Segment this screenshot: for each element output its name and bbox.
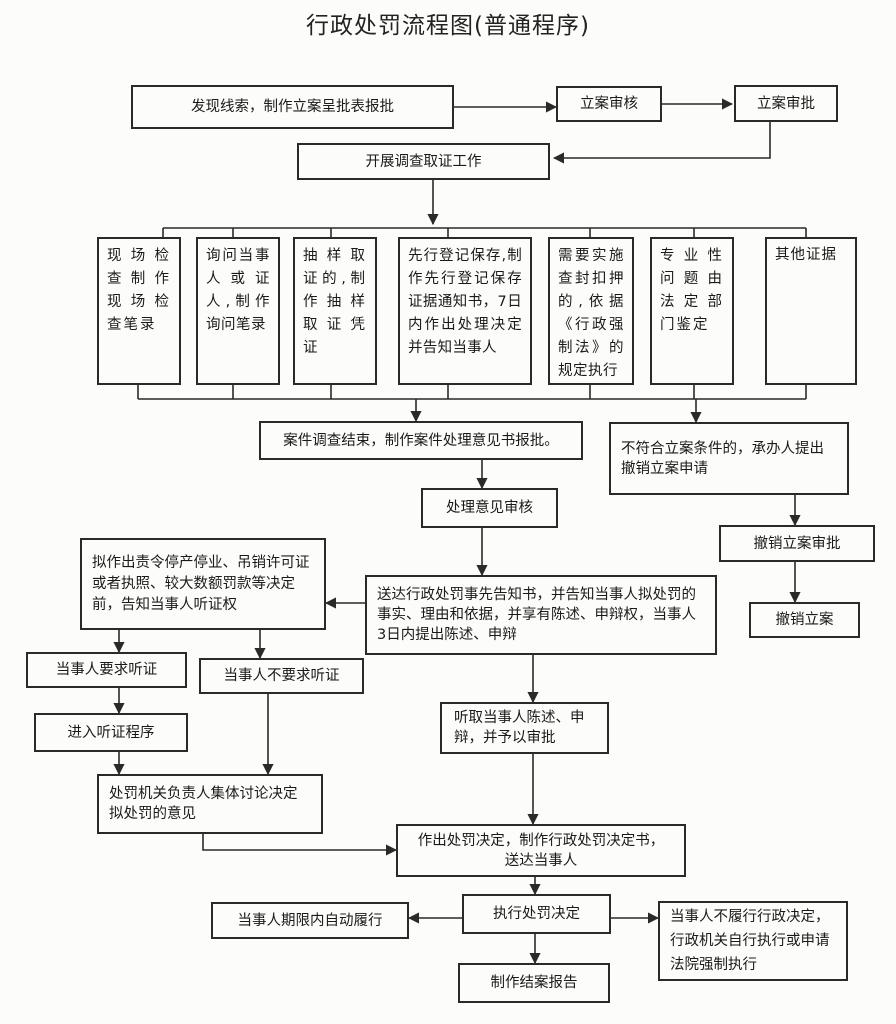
node-decision: 作出处罚决定，制作行政处罚决定书，送达当事人	[396, 824, 686, 877]
node-not-qualified: 不符合立案条件的，承办人提出撤销立案申请	[609, 422, 849, 495]
node-investigation: 开展调查取证工作	[297, 143, 550, 180]
node-investigation-end: 案件调查结束，制作案件处理意见书报批。	[259, 421, 583, 460]
node-closing-report: 制作结案报告	[458, 963, 610, 1003]
node-not-perform: 当事人不履行行政决定，行政机关自行执行或申请法院强制执行	[658, 901, 848, 981]
node-self-perform: 当事人期限内自动履行	[211, 902, 409, 939]
node-evidence-appraisal: 专业性问题由法定部门鉴定	[650, 237, 734, 385]
page-title: 行政处罚流程图(普通程序)	[306, 13, 590, 39]
node-revoke-approval: 撤销立案审批	[719, 525, 875, 562]
node-hearing-notice: 拟作出责令停产停业、吊销许可证或者执照、较大数额罚款等决定前，告知当事人听证权	[80, 538, 326, 630]
node-evidence-other: 其他证据	[765, 237, 857, 385]
node-evidence-interrogation: 询问当事人或证人,制作询问笔录	[196, 237, 280, 385]
node-evidence-sampling: 抽样取证的,制作抽样取证凭证	[293, 237, 377, 385]
node-prior-notice: 送达行政处罚事先告知书，并告知当事人拟处罚的事实、理由和依据，并享有陈述、申辩权…	[365, 575, 717, 655]
node-request-hearing: 当事人要求听证	[26, 652, 187, 688]
node-case-review: 立案审核	[556, 86, 662, 122]
arrow-discussion-to-decision	[202, 834, 398, 856]
node-revoke-case: 撤销立案	[749, 602, 860, 638]
node-opinion-review: 处理意见审核	[421, 488, 558, 528]
node-hearing-procedure: 进入听证程序	[34, 713, 188, 752]
node-evidence-seizure: 需要实施查封扣押的,依据《行政强制法》的规定执行	[548, 237, 634, 385]
arrow-approval-to-investigation	[552, 122, 771, 164]
node-evidence-preservation: 先行登记保存,制作先行登记保存证据通知书，7日内作出处理决定并告知当事人	[398, 237, 532, 385]
node-evidence-site-inspection: 现场检查制作现场检查笔录	[97, 237, 181, 385]
node-no-hearing: 当事人不要求听证	[199, 658, 364, 694]
node-case-approval: 立案审批	[734, 85, 838, 122]
node-find-clue: 发现线索，制作立案呈批表报批	[131, 85, 454, 129]
node-listen-statement: 听取当事人陈述、申辩，并予以审批	[440, 702, 609, 754]
node-execute-decision: 执行处罚决定	[462, 894, 611, 934]
node-collective-discussion: 处罚机关负责人集体讨论决定拟处罚的意见	[97, 774, 323, 834]
